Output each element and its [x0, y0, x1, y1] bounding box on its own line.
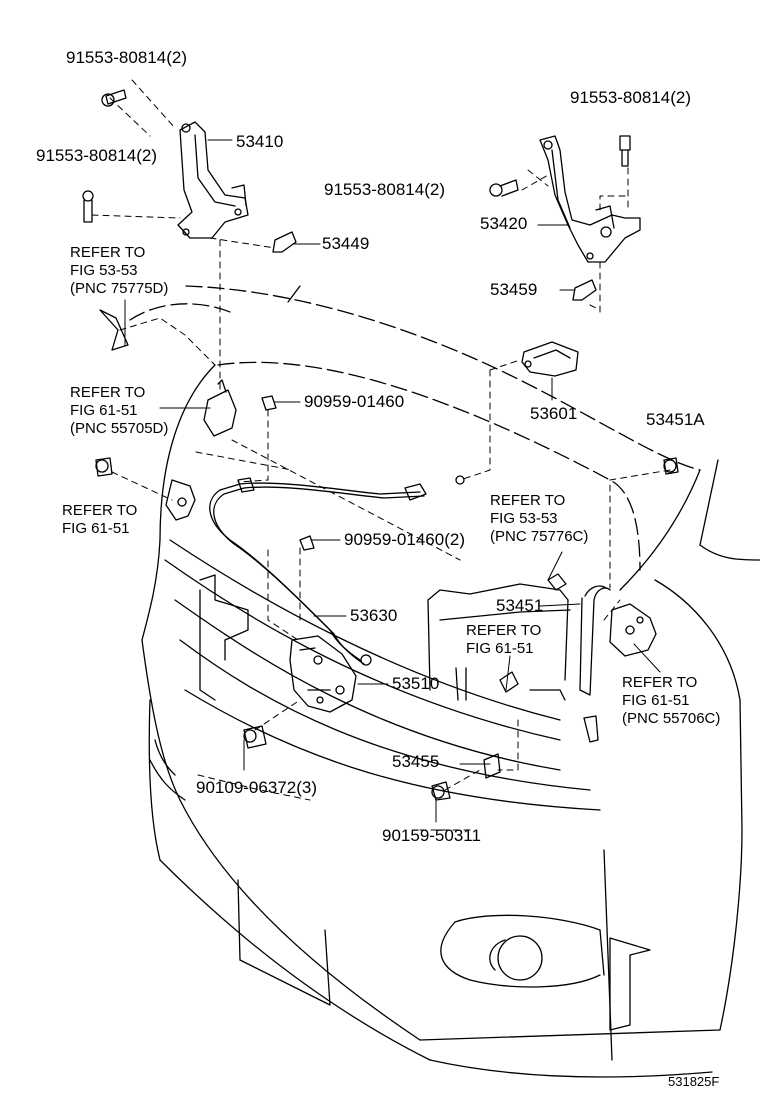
ref-line: REFER TO	[70, 244, 146, 261]
label-53451a: 53451A	[646, 410, 705, 429]
ref-line: FIG 53-53	[70, 262, 138, 279]
label-53630: 53630	[350, 606, 398, 625]
label-bolt-top-right: 91553-80814(2)	[570, 88, 691, 107]
vehicle-body	[141, 285, 760, 1078]
clip-53459	[572, 279, 597, 301]
ref-line: FIG 61-51	[62, 520, 130, 537]
label-53449: 53449	[322, 234, 370, 253]
ref-line: REFER TO	[62, 502, 138, 519]
label-90959-a: 90959-01460	[304, 392, 405, 411]
label-53451: 53451	[496, 596, 544, 615]
label-bolt-left: 91553-80814(2)	[36, 146, 157, 165]
ref-line: (PNC 55706C)	[622, 710, 721, 727]
ref-note-fig-53-53-left: REFER TO FIG 53-53 (PNC 75775D)	[70, 244, 168, 298]
ref-line: REFER TO	[466, 622, 542, 639]
release-cable	[209, 475, 465, 666]
hood-hinge-left	[177, 121, 249, 239]
lock-53601	[521, 341, 579, 377]
label-bolt-top-left: 91553-80814(2)	[66, 48, 187, 67]
ref-line: FIG 53-53	[490, 510, 558, 527]
label-bolt-mid-right: 91553-80814(2)	[324, 180, 445, 199]
label-90959-b: 90959-01460(2)	[344, 530, 465, 549]
hood-latch	[289, 635, 357, 713]
hood-outline	[129, 285, 701, 571]
leader-lines	[124, 139, 661, 823]
label-90109: 90109-06372(3)	[196, 778, 317, 797]
ref-line: REFER TO	[622, 674, 698, 691]
assembly-lines	[91, 79, 671, 831]
ref-note-fig-61-51-right: REFER TO FIG 61-51 (PNC 55706C)	[622, 674, 720, 728]
label-53601: 53601	[530, 404, 578, 423]
label-53420: 53420	[480, 214, 528, 233]
ref-line: FIG 61-51	[466, 640, 534, 657]
ref-note-fig-61-51-left: REFER TO FIG 61-51 (PNC 55705D)	[70, 384, 168, 438]
ref-line: REFER TO	[70, 384, 146, 401]
ref-note-fig-53-53-right: REFER TO FIG 53-53 (PNC 75776C)	[490, 492, 588, 546]
ref-line: FIG 61-51	[70, 402, 138, 419]
ref-note-fig-61-51-center: REFER TO FIG 61-51	[466, 622, 541, 658]
ref-line: (PNC 75775D)	[70, 280, 169, 297]
clip-53449	[272, 231, 297, 253]
ref-line: (PNC 75776C)	[490, 528, 589, 545]
label-53459: 53459	[490, 280, 538, 299]
support-rod-53451	[579, 585, 657, 696]
ref-line: FIG 61-51	[622, 692, 690, 709]
hood-hinge-right	[539, 135, 641, 263]
label-90159: 90159-50311	[382, 826, 481, 845]
ref-note-fig-61-51-small: REFER TO FIG 61-51	[62, 502, 137, 538]
fasteners	[82, 89, 679, 801]
label-53510: 53510	[392, 674, 440, 693]
diagram-code: 531825F	[668, 1074, 720, 1089]
label-53455: 53455	[392, 752, 440, 771]
label-53410: 53410	[236, 132, 284, 151]
ref-line: (PNC 55705D)	[70, 420, 169, 437]
ref-line: REFER TO	[490, 492, 566, 509]
